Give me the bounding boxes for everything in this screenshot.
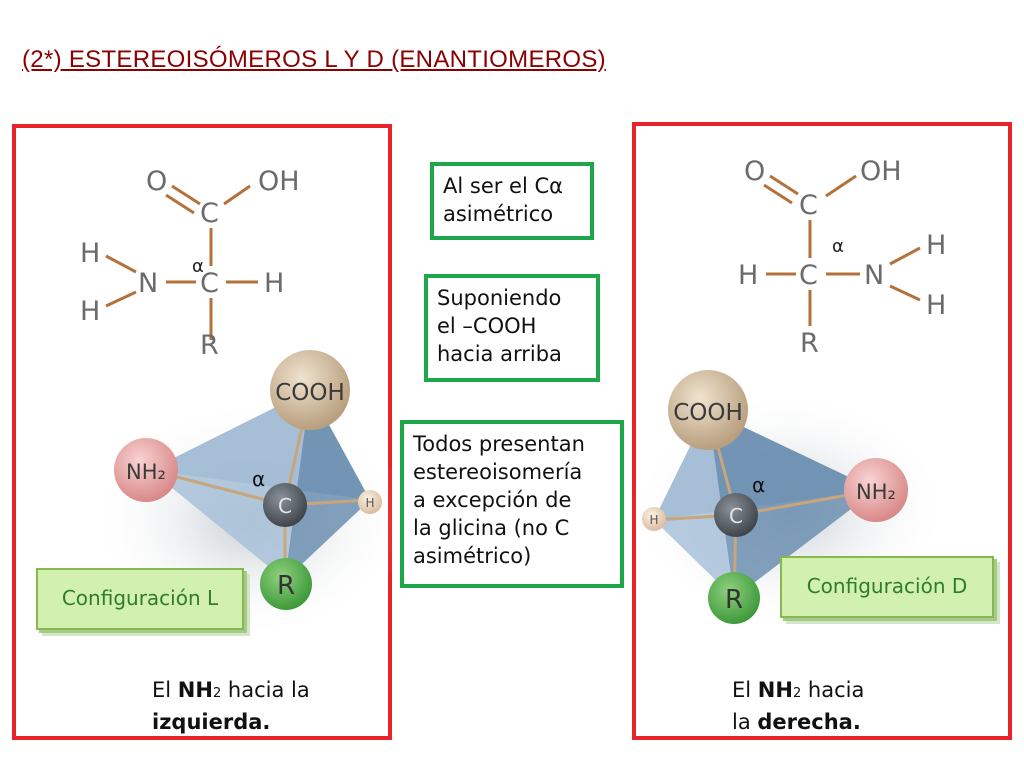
r-group-label: R <box>200 330 219 361</box>
note-line: asimétrico) <box>413 544 532 568</box>
hydroxyl-label: OH <box>860 156 902 187</box>
nitrogen-label: N <box>864 260 884 291</box>
configuration-d-label: Configuración D <box>780 556 994 618</box>
r-group-label: R <box>800 328 819 359</box>
note-cooh-up: Suponiendo el –COOH hacia arriba <box>424 274 600 382</box>
caption-line-1: El NH2 hacia <box>732 678 865 702</box>
r-label: R <box>725 585 743 615</box>
note-line: Todos presentan <box>413 432 585 456</box>
carbon-label: C <box>278 494 292 518</box>
r-atom <box>708 572 760 624</box>
oxygen-label: O <box>146 166 167 197</box>
hydrogen-label: H <box>926 230 946 261</box>
alpha-label: α <box>752 473 765 497</box>
hydrogen-label: H <box>264 268 284 299</box>
left-caption: El NH2 hacia la izquierda. <box>152 676 310 737</box>
hydrogen-label: H <box>365 496 374 510</box>
nh2-label: NH₂ <box>856 480 896 504</box>
note-line: estereoisomería <box>413 460 583 484</box>
r-label: R <box>277 571 295 601</box>
configuration-l-label: Configuración L <box>36 568 244 630</box>
alpha-label: α <box>252 467 265 491</box>
cooh-atom <box>270 350 350 430</box>
note-asymmetric-carbon: Al ser el Cα asimétrico <box>430 162 594 240</box>
oxygen-label: O <box>744 156 765 187</box>
carbon-atom <box>714 493 758 537</box>
hydrogen-label: H <box>80 296 100 327</box>
carboxyl-carbon-label: C <box>799 190 818 221</box>
nh2-label: NH₂ <box>126 460 166 484</box>
hydrogen-label: H <box>738 260 758 291</box>
left-enantiomer-frame <box>12 124 392 740</box>
cooh-label: COOH <box>673 400 743 426</box>
note-line: Al ser el Cα <box>443 174 563 198</box>
note-glycine-exception: Todos presentan estereoisomería a excepc… <box>400 420 624 588</box>
note-line: la glicina (no C <box>413 516 570 540</box>
alpha-label: α <box>192 256 204 277</box>
hydrogen-atom <box>642 507 666 531</box>
right-structural-formula: O OH C α H C N H H R <box>738 156 946 359</box>
page-title: (2*) ESTEREOISÓMEROS L Y D (ENANTIOMEROS… <box>22 46 606 73</box>
nh2-atom <box>844 458 908 522</box>
caption-line-2: la derecha. <box>732 710 861 734</box>
hydroxyl-label: OH <box>258 166 300 197</box>
hydrogen-atom <box>358 490 382 514</box>
alpha-carbon-label: C <box>799 260 818 291</box>
left-structural-formula: O OH C α H H N C H R <box>80 166 300 361</box>
carboxyl-carbon-label: C <box>200 198 219 229</box>
nitrogen-label: N <box>138 268 158 299</box>
caption-line-2: izquierda. <box>152 710 271 734</box>
carbon-atom <box>263 483 307 527</box>
alpha-carbon-label: C <box>200 268 219 299</box>
cooh-atom <box>668 370 748 450</box>
note-line: a excepción de <box>413 488 572 512</box>
hydrogen-label: H <box>926 290 946 321</box>
note-line: el –COOH <box>437 314 537 338</box>
r-atom <box>260 558 312 610</box>
note-line: Suponiendo <box>437 286 562 310</box>
cooh-label: COOH <box>275 380 345 406</box>
hydrogen-label: H <box>80 238 100 269</box>
hydrogen-label: H <box>649 513 658 527</box>
carbon-label: C <box>729 504 743 528</box>
nh2-atom <box>114 438 178 502</box>
alpha-label: α <box>832 236 844 257</box>
right-enantiomer-frame <box>632 122 1012 740</box>
right-caption: El NH2 hacia la derecha. <box>732 676 864 737</box>
caption-line-1: El NH2 hacia la <box>152 678 310 702</box>
note-line: asimétrico <box>443 202 554 226</box>
note-line: hacia arriba <box>437 342 562 366</box>
